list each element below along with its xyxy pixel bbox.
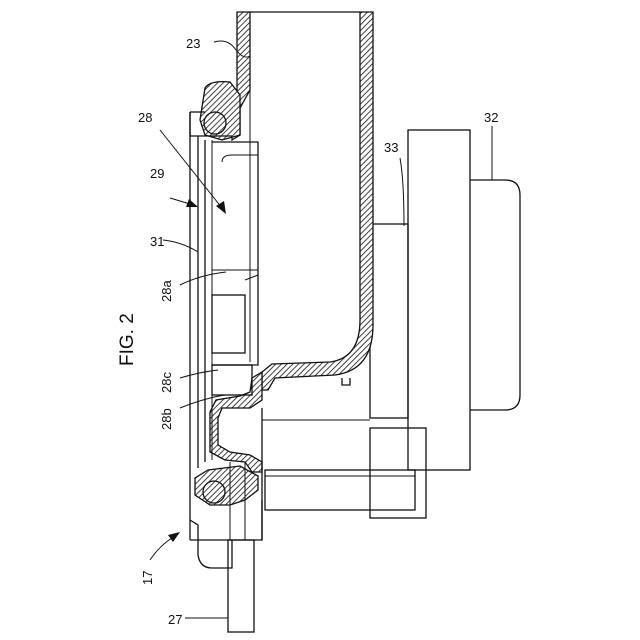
chamber-28a	[212, 295, 245, 353]
component-32-body	[470, 180, 520, 410]
label-27: 27	[168, 612, 182, 627]
chamber-28	[212, 142, 258, 365]
lower-bracket	[370, 428, 426, 518]
label-23: 23	[186, 36, 200, 51]
bottom-tab	[190, 500, 262, 568]
component-33-block	[408, 130, 470, 470]
leader-17	[150, 536, 175, 560]
label-28a: 28a	[159, 280, 174, 302]
label-28c: 28c	[159, 372, 174, 393]
label-28: 28	[138, 110, 152, 125]
label-31: 31	[150, 234, 164, 249]
leader-28a	[180, 272, 226, 285]
label-29: 29	[150, 166, 164, 181]
arrow-29	[186, 199, 198, 207]
arrow-17	[168, 532, 180, 542]
leader-33	[400, 158, 404, 226]
label-33: 33	[384, 140, 398, 155]
upper-o-ring	[204, 112, 226, 134]
leader-29	[170, 198, 190, 204]
label-17: 17	[140, 571, 155, 585]
housing-23-right-wall	[262, 12, 373, 390]
label-32: 32	[484, 110, 498, 125]
leader-31	[163, 240, 198, 252]
drawing-geometry	[150, 12, 520, 632]
figure-caption: FIG. 2	[117, 313, 138, 366]
label-28b: 28b	[159, 408, 174, 430]
lower-o-ring	[203, 481, 225, 503]
component-33-spacer	[370, 224, 408, 418]
flange-28b	[210, 372, 262, 472]
chamber-28c	[212, 365, 252, 395]
